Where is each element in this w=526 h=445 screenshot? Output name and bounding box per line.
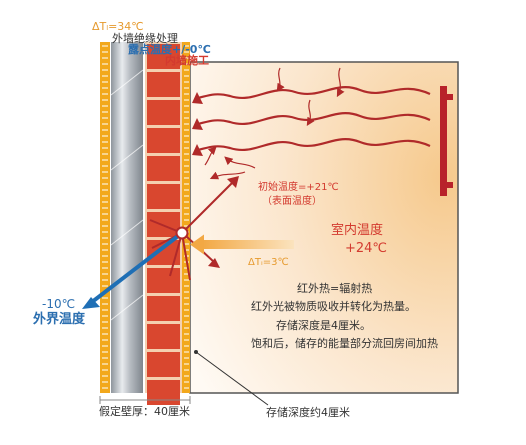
saturation-text: 饱和后，储存的能量部分流回房间加热 — [251, 337, 438, 350]
junction-point-icon — [175, 226, 189, 240]
heat-into-wall-arrowhead — [227, 176, 239, 188]
infrared-heat-text: 红外热=辐射热 — [297, 282, 373, 295]
outer-insulation-label: 外墙绝缘处理 — [112, 32, 178, 45]
surface-temp-label: （表面温度） — [262, 196, 322, 207]
initial-temp-label: 初始温度=+21℃ — [258, 182, 339, 193]
glass-layer — [111, 42, 143, 393]
storage-depth-approx-label: 存储深度约4厘米 — [266, 406, 350, 419]
brick — [147, 380, 180, 405]
brick — [147, 324, 180, 349]
wall-thickness-dimension — [99, 396, 191, 404]
brick — [147, 352, 180, 377]
cold-flow-arrow-icon — [82, 231, 184, 309]
outside-temp-label: 外界温度 — [33, 312, 86, 327]
brick — [147, 128, 180, 153]
brick — [147, 296, 180, 321]
dew-point-label: 露点温度+/-0℃ — [128, 43, 211, 56]
storage-depth-text: 存储深度是4厘米。 — [276, 319, 371, 332]
brick — [147, 184, 180, 209]
room-temp-value: +24℃ — [345, 241, 388, 256]
wall-thickness-label: 假定壁厚：40厘米 — [99, 405, 190, 418]
small-heat-arrows — [204, 67, 345, 180]
heater-bracket-top — [447, 94, 453, 100]
room-temp-label: 室内温度 — [331, 223, 384, 238]
delta-t-inner-label: ΔTᵢ=3℃ — [248, 257, 289, 268]
warm-inflow-arrow-icon — [190, 234, 294, 255]
heat-wave-arrow-icon — [197, 86, 431, 152]
inner-construction-label: 内墙施工 — [165, 54, 209, 67]
radiator-bar-icon — [440, 86, 447, 196]
storage-depth-leader — [195, 351, 269, 406]
absorb-text: 红外光被物质吸收并转化为热量。 — [251, 300, 416, 313]
glass-reflection-lines — [110, 69, 144, 321]
delta-t-outer-label: ΔTₗ=34℃ — [92, 20, 144, 33]
heat-wave-arrowheads — [192, 92, 203, 156]
storage-depth-dot — [194, 350, 198, 354]
brick — [147, 72, 180, 97]
heat-into-wall-arrow — [181, 182, 233, 234]
outer-insulation-layer — [100, 42, 110, 393]
brick — [147, 100, 180, 125]
inner-construction-layer — [182, 42, 190, 393]
brick — [147, 156, 180, 181]
brick — [147, 44, 180, 69]
heater-bracket-bottom — [447, 182, 453, 188]
brick — [147, 268, 180, 293]
deep-heat-arrowhead — [208, 258, 220, 268]
outside-temp-value: -10℃ — [42, 297, 76, 311]
